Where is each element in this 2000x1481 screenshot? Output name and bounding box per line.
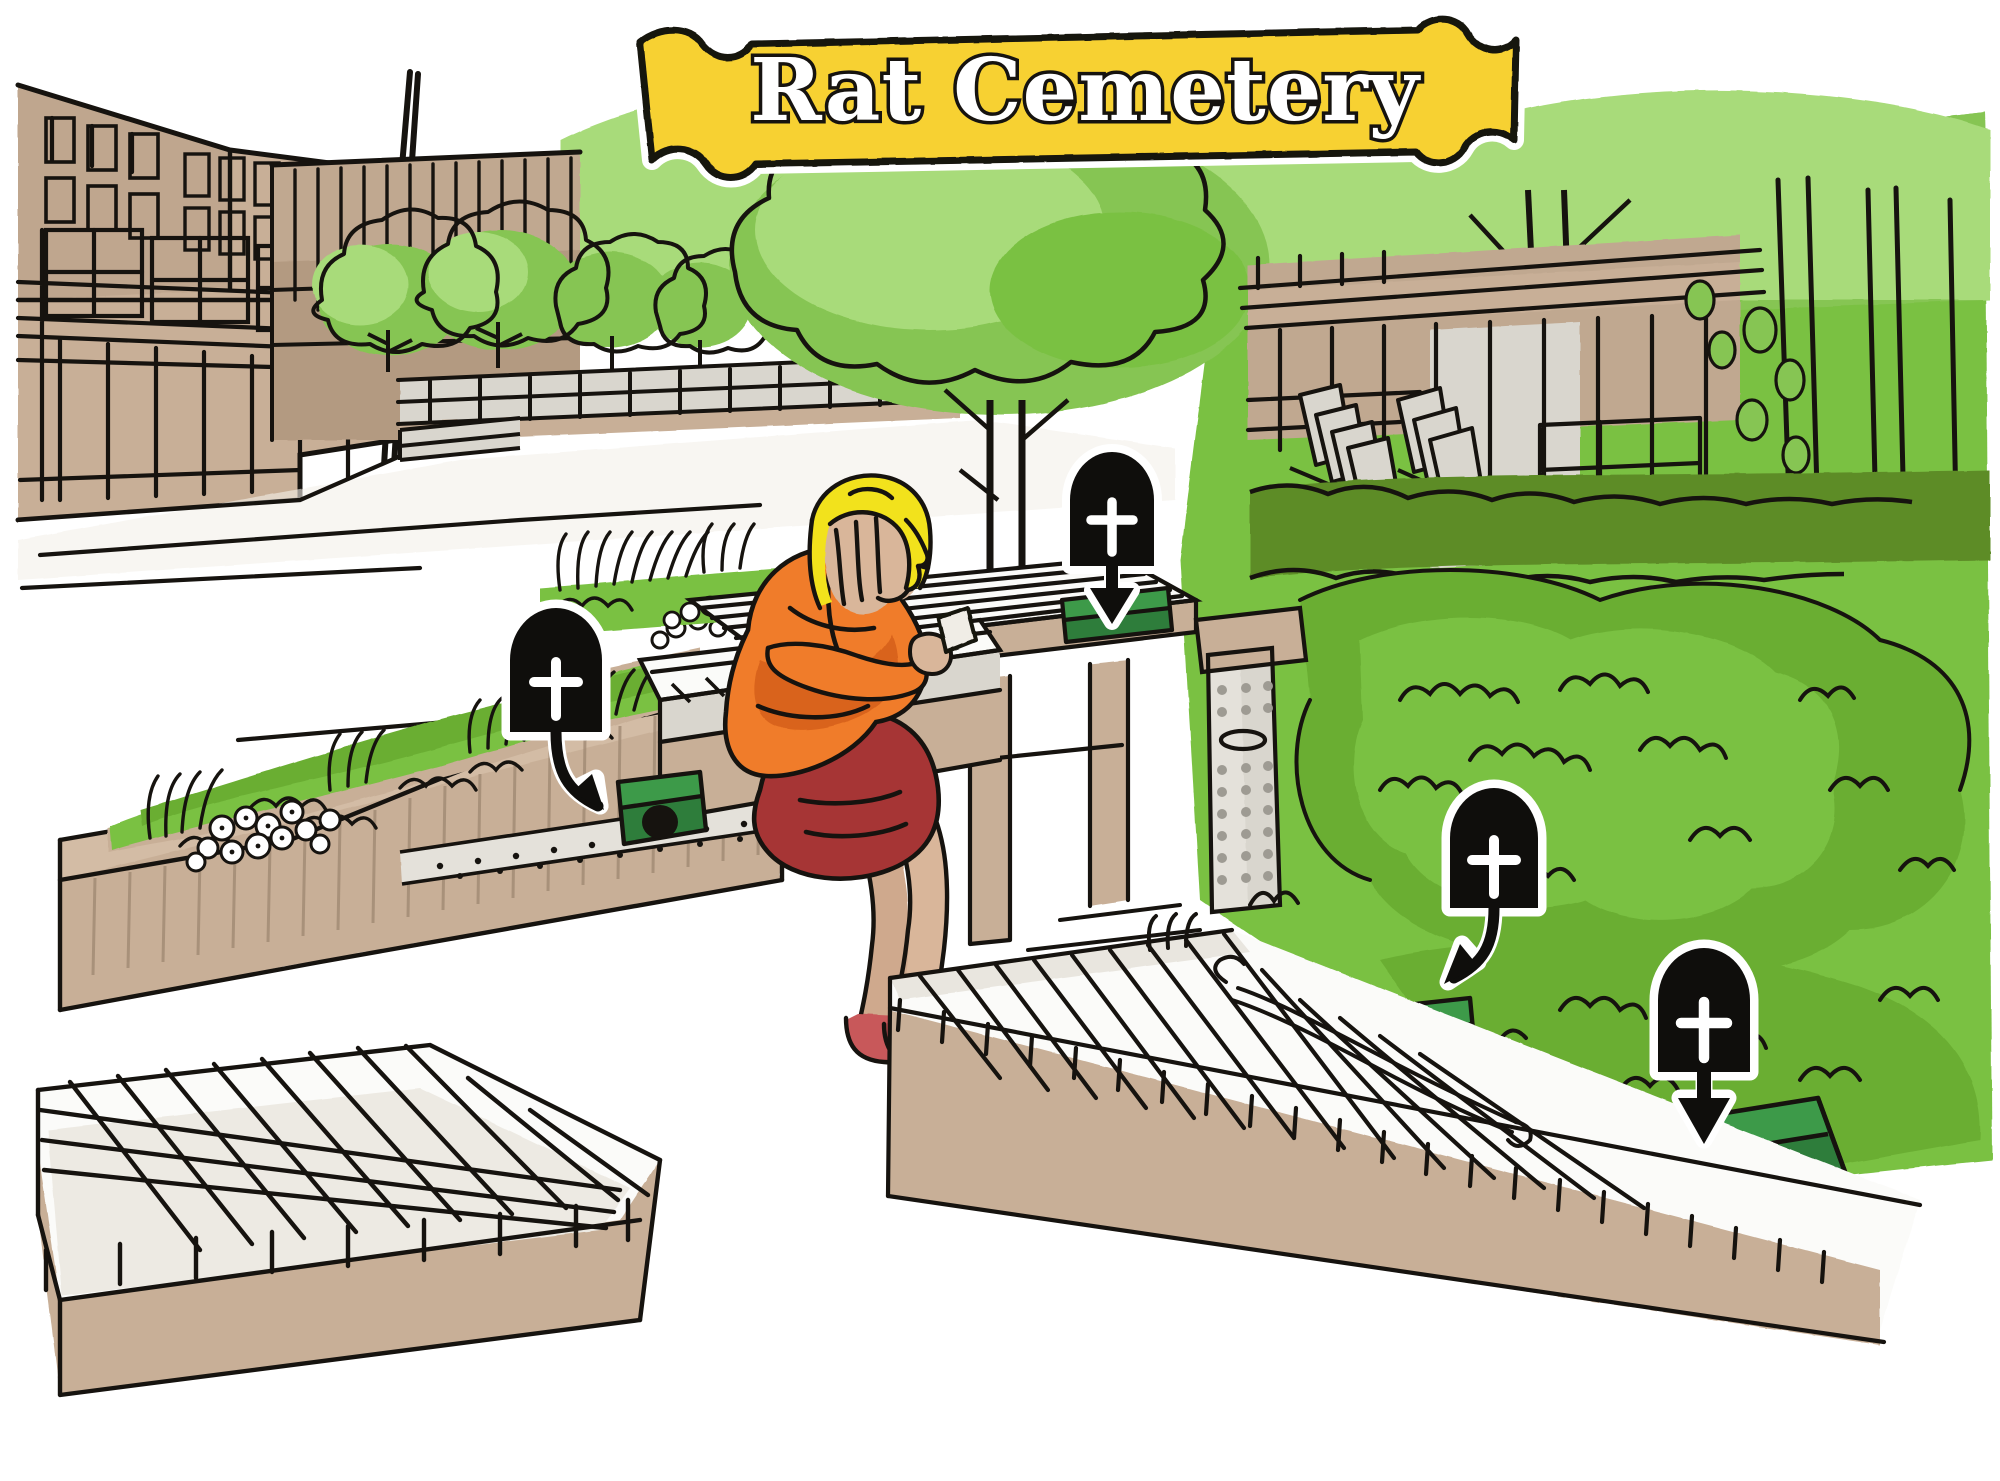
cross-glyph <box>1675 996 1733 1064</box>
foreground-ground-lines <box>1026 890 1300 952</box>
walkway-slab-lines <box>885 927 1923 1345</box>
hedge-band-outline <box>1249 483 1913 585</box>
slim-tree-leaves <box>1686 281 1809 473</box>
hedge-band-dark <box>1250 470 1990 578</box>
concrete-post-lines <box>1193 605 1309 915</box>
bait-box-planter <box>615 769 709 847</box>
slim-tree-leaf-outlines <box>1684 279 1811 475</box>
concrete-post-holes <box>1217 681 1273 885</box>
tombstone-marker-hedge-lower[interactable] <box>1649 939 1759 1149</box>
perforated-concrete-post <box>1196 608 1306 912</box>
drainage-pipe <box>1213 954 1533 1148</box>
bait-box-entry-hole <box>642 805 678 839</box>
banner-plaque-shape <box>636 15 1520 181</box>
upper-planter-grass <box>554 522 756 612</box>
slim-trees-right <box>1775 175 1959 533</box>
plaza-steps <box>398 416 521 462</box>
tombstone-marker-planter[interactable] <box>501 599 611 815</box>
seated-woman <box>722 473 983 1073</box>
stone-bench-lines <box>35 1042 663 1398</box>
cross-glyph <box>1086 497 1138 557</box>
hedge-texture <box>1294 568 1972 882</box>
title-banner-plaque <box>630 9 1526 188</box>
cross-glyph <box>1467 835 1521 899</box>
tombstone-marker-hedge-upper[interactable] <box>1439 779 1547 991</box>
tombstone-marker-tree-base[interactable] <box>1062 444 1162 630</box>
canopy-tree-center <box>730 115 1270 415</box>
street-tree-outlines <box>311 199 791 378</box>
smartphone <box>936 606 978 654</box>
cross-glyph <box>529 657 583 721</box>
